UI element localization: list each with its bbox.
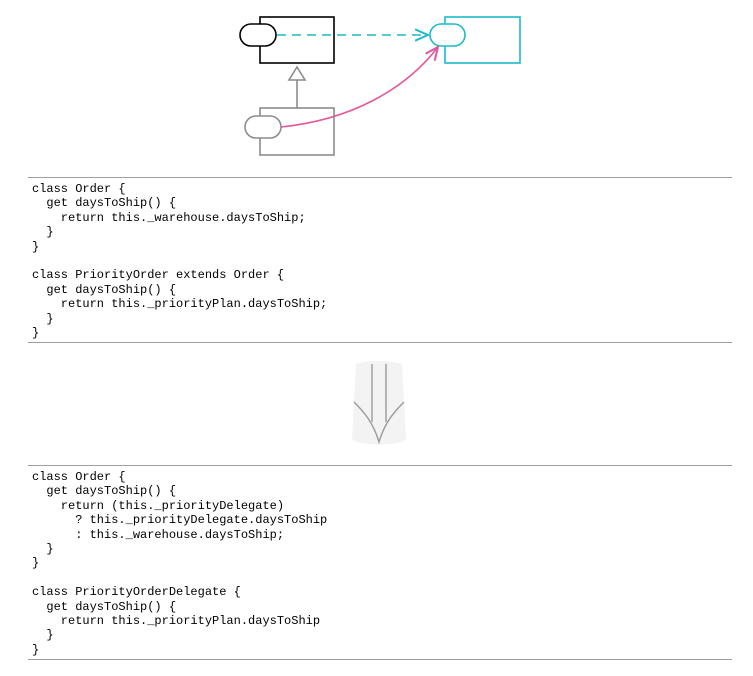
delegate-method-pill [429,23,466,47]
move-method-arrow [280,47,438,128]
order-method-pill [239,23,277,47]
code-line: return (this._priorityDelegate) [32,498,285,513]
code-line: : this._warehouse.daysToShip; [32,527,285,542]
code-line: } [32,642,40,657]
priority-order-method-pill [244,115,282,139]
before-code-panel: class Order { get daysToShip() { return … [28,177,732,343]
code-line: class Order { [32,470,126,484]
code-line: ? this._priorityDelegate.daysToShip [32,513,328,528]
before-code-block: class Order { get daysToShip() { return … [28,178,732,342]
code-line: get daysToShip() { [32,484,177,499]
code-line: } [32,326,40,341]
code-line: } [32,239,40,254]
code-line: get daysToShip() { [32,599,177,614]
code-line: } [32,311,54,326]
code-line: } [32,628,54,643]
code-line: class PriorityOrderDelegate { [32,585,241,600]
double-down-arrow-icon [352,361,406,445]
code-line: } [32,542,54,557]
after-code-panel: class Order { get daysToShip() { return … [28,465,732,660]
code-line: get daysToShip() { [32,282,177,297]
code-line: } [32,225,54,240]
priority-order-delegate-class-box [429,16,521,64]
code-line: class PriorityOrder extends Order { [32,268,285,283]
order-class-box [239,16,335,64]
code-line: return this._priorityPlan.daysToShip; [32,297,328,312]
code-line: return this._warehouse.daysToShip; [32,210,306,225]
code-line: } [32,556,40,571]
priority-order-class-box [244,107,335,156]
inheritance-arrow [287,65,307,108]
code-line: class Order { [32,182,126,196]
code-line: get daysToShip() { [32,196,177,211]
class-diagram [239,16,521,156]
after-code-block: class Order { get daysToShip() { return … [28,466,732,659]
code-line: return this._priorityPlan.daysToShip [32,614,321,629]
